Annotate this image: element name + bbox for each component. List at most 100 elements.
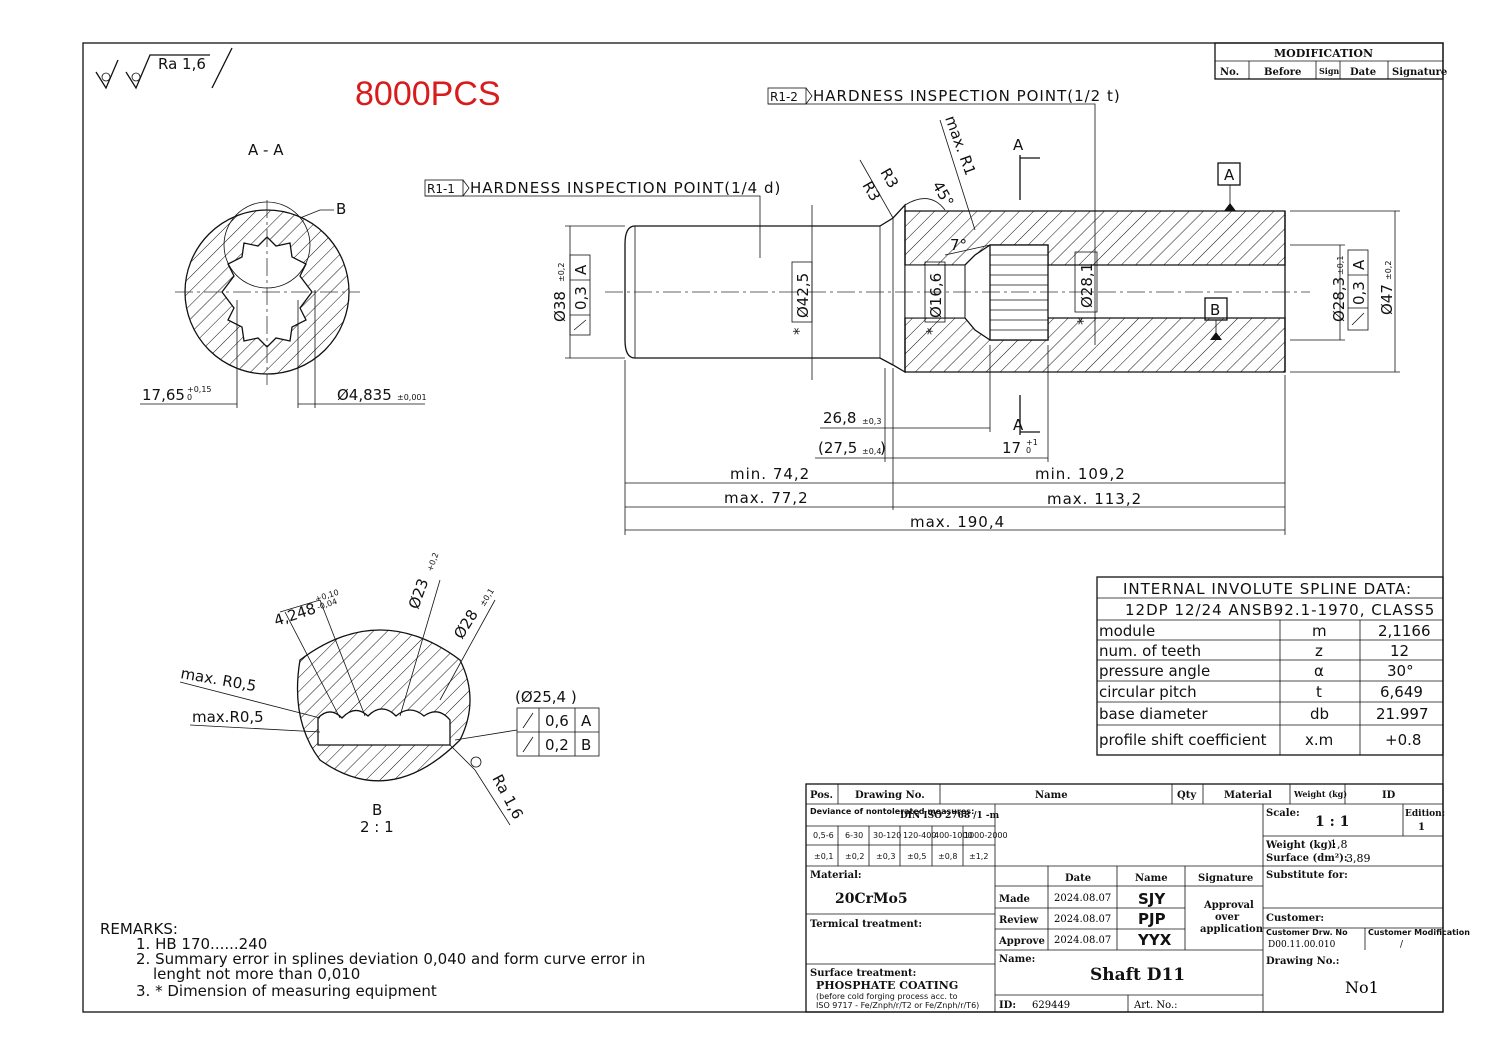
- spline-row-0-sym: m: [1312, 622, 1327, 640]
- detail-max-r0-5-b: max.R0,5: [192, 708, 264, 726]
- section-aa-label-b: B: [336, 200, 346, 218]
- spline-data-table: INTERNAL INVOLUTE SPLINE DATA: 12DP 12/2…: [1096, 576, 1444, 756]
- tb-tol-val-0: ±0,1: [814, 852, 833, 861]
- tb-part-name: Shaft D11: [1090, 965, 1185, 985]
- tb-drawing-value: No1: [1345, 978, 1379, 997]
- tb-id-label: ID:: [999, 1000, 1016, 1011]
- detail-dim-d23: Ø23: [405, 576, 432, 611]
- tb-scale-value: 1 : 1: [1315, 814, 1349, 830]
- angle-45: 45°: [929, 178, 958, 210]
- aa-dim-17-65: 17,65: [142, 386, 185, 404]
- tb-tol-range-3: 120-400: [903, 831, 936, 840]
- tb-surface-area-value: 3,89: [1346, 852, 1371, 865]
- detail-ra: Ra 1,6: [488, 771, 526, 822]
- detail-dim-d23-tol: +0,2: [425, 551, 440, 572]
- surface-finish-symbol: Ra 1,6: [95, 47, 233, 90]
- spline-row-0-name: module: [1099, 622, 1155, 640]
- mod-header-no: No.: [1220, 67, 1239, 78]
- drawing-frame: [82, 42, 1444, 1013]
- angle-7: 7°: [950, 236, 967, 254]
- spline-row-3-val: 6,649: [1380, 683, 1423, 701]
- tb-edition-label: Edition:: [1405, 809, 1445, 819]
- aa-dim-17-65-tol2: 0: [187, 393, 192, 402]
- tb-tol-range-1: 6-30: [845, 831, 863, 840]
- spline-row-1-sym: z: [1315, 642, 1323, 660]
- tb-approve-name: YYX: [1137, 931, 1172, 949]
- tb-deviance-std: DIN ISO 2768 /1 -m: [900, 811, 1000, 821]
- tb-header-id: ID: [1382, 790, 1396, 801]
- dim-d16-6-star: *: [923, 327, 941, 335]
- dim-d47-tol: ±0,2: [1384, 261, 1393, 280]
- datum-b: B: [1210, 301, 1220, 319]
- dim-d16-6: Ø16,6: [927, 273, 945, 318]
- tb-name-label: Name:: [999, 954, 1035, 965]
- tb-material-label: Material:: [810, 870, 862, 881]
- tb-appr-date-header: Date: [1065, 873, 1091, 884]
- aa-dim-4-835-tol: ±0,001: [397, 393, 427, 402]
- len-27-5-tol: ±0,4: [862, 447, 881, 456]
- section-a-top: A: [1013, 136, 1024, 154]
- spline-row-3-name: circular pitch: [1099, 683, 1197, 701]
- detail-max-r0-5-a: max. R0,5: [179, 664, 257, 695]
- detail-frame2-val: 0,2: [545, 736, 569, 754]
- detail-d25-4: (Ø25,4 ): [515, 688, 577, 706]
- tb-surface-note2: ISO 9717 - Fe/Znph/r/T2 or Fe/Znph/r/T6): [816, 1001, 979, 1010]
- tb-edition-value: 1: [1418, 822, 1425, 833]
- tb-tol-val-3: ±0,5: [907, 852, 926, 861]
- tb-tol-val-2: ±0,3: [876, 852, 895, 861]
- detail-dim-d28-tol: ±0,1: [478, 587, 496, 608]
- tb-art-label: Art. No.:: [1133, 1000, 1178, 1011]
- tb-tol-range-0: 0,5-6: [813, 831, 834, 840]
- tb-surface-note1: (before cold forging process acc. to: [816, 992, 958, 1001]
- len-27-5: (27,5: [818, 439, 857, 457]
- spline-row-1-name: num. of teeth: [1099, 642, 1201, 660]
- detail-b-scale: 2 : 1: [360, 818, 394, 836]
- len-26-8: 26,8: [823, 409, 856, 427]
- title-block: Pos. Drawing No. Name Qty Material Weigh…: [805, 783, 1470, 1013]
- remark-2: 2. Summary error in splines deviation 0,…: [136, 950, 645, 968]
- r1-2-text: HARDNESS INSPECTION POINT(1/2 t): [813, 87, 1121, 105]
- dim-d47: Ø47: [1378, 284, 1396, 315]
- tb-surface-area-label: Surface (dm²):: [1266, 853, 1348, 864]
- surface-symbol-text: Ra 1,6: [158, 55, 206, 73]
- spline-row-4-val: 21.997: [1376, 705, 1429, 723]
- tb-cust-drw-value: D00.11.00.010: [1268, 940, 1336, 950]
- tb-header-pos: Pos.: [810, 790, 833, 801]
- spline-row-2-name: pressure angle: [1099, 662, 1210, 680]
- tb-approval-text3: application: [1200, 924, 1264, 935]
- tb-header-drawing-no: Drawing No.: [855, 790, 925, 801]
- spline-row-4-sym: db: [1310, 705, 1329, 723]
- modification-table: MODIFICATION No. Before Sign Date Signat…: [1214, 42, 1447, 80]
- tb-tol-range-5: 1000-2000: [964, 831, 1008, 840]
- radius-max-r1: max. R1: [941, 113, 979, 178]
- dim-d42-5-star: *: [790, 327, 808, 335]
- tb-weight-value: 1,8: [1330, 838, 1348, 851]
- tb-cust-drw-label: Customer Drw. No: [1266, 928, 1348, 937]
- detail-b-view: 4,248 +0,10 -0,04 Ø23 +0,2 Ø28 ±0,1 max.…: [179, 551, 600, 836]
- tb-drawing-label: Drawing No.:: [1266, 956, 1339, 967]
- len-17: 17: [1002, 439, 1021, 457]
- mod-header-date: Date: [1350, 67, 1376, 78]
- dim-d28-1-star: *: [1074, 317, 1092, 325]
- shaft-main-view: A A A B R3 R3 max. R1 45° 7° R1-2 HARDNE…: [424, 87, 1400, 535]
- spline-title: INTERNAL INVOLUTE SPLINE DATA:: [1123, 580, 1412, 598]
- tb-tol-val-4: ±0,8: [938, 852, 957, 861]
- len-17-tol2: 0: [1026, 446, 1031, 455]
- detail-b-title: B: [372, 801, 382, 819]
- detail-dim-d28: Ø28: [450, 606, 482, 642]
- detail-frame1-val: 0,6: [545, 712, 569, 730]
- remark-3: 3. * Dimension of measuring equipment: [136, 982, 437, 1000]
- len-min-74-2: min. 74,2: [730, 465, 810, 483]
- tb-header-name: Name: [1035, 790, 1068, 801]
- tb-appr-sign-header: Signature: [1198, 873, 1253, 884]
- spline-row-0-val: 2,1166: [1378, 622, 1431, 640]
- spline-row-2-val: 30°: [1387, 662, 1414, 680]
- spline-row-3-sym: t: [1316, 683, 1322, 701]
- spline-row-5-sym: x.m: [1305, 731, 1333, 749]
- tb-id-value: 629449: [1032, 1000, 1070, 1011]
- tb-review-name: PJP: [1138, 910, 1166, 928]
- remark-2-cont: lenght not more than 0,010: [153, 965, 360, 983]
- tb-tol-val-5: ±1,2: [969, 852, 988, 861]
- tb-surface-label: Surface treatment:: [810, 968, 916, 979]
- tb-header-material: Material: [1224, 790, 1272, 801]
